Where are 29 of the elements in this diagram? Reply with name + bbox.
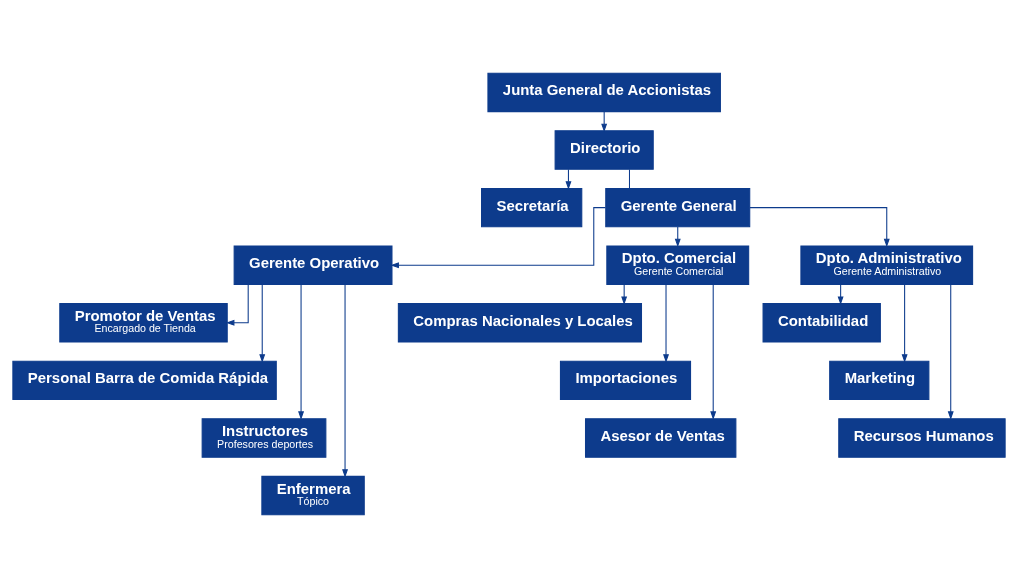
node-box: Enfermera Tópico: [261, 475, 365, 516]
node-box: Recursos Humanos: [838, 418, 1006, 458]
node-box: Personal Barra de Comida Rápida: [12, 360, 277, 401]
arrow: [298, 284, 305, 420]
node-box: Contabilidad: [762, 303, 881, 343]
arrow: [342, 283, 349, 478]
arrow: [259, 284, 266, 363]
arrow: [663, 284, 669, 363]
node-box: Asesor de Ventas: [584, 418, 737, 458]
arrow: [749, 207, 890, 248]
node-box: Junta General de Accionistas: [487, 72, 721, 113]
node-box: Importaciones: [559, 360, 692, 401]
arrow: [947, 284, 954, 420]
node-box: Directorio: [554, 130, 654, 170]
node-box: Dpto. Comercial Gerente Comercial: [606, 245, 750, 285]
node-box: Marketing: [829, 360, 930, 401]
node-box: Compras Nacionales y Locales: [397, 303, 643, 343]
node-box: Gerente Operativo: [233, 245, 393, 285]
node-box: Secretaría: [481, 187, 583, 228]
arrow: [710, 284, 717, 420]
node-box: Dpto. Administrativo Gerente Administrativo: [800, 245, 974, 285]
node-box: Gerente General: [605, 187, 751, 228]
node-box: Promotor de Ventas Encargado de Tienda: [59, 303, 228, 343]
arrow: [674, 226, 681, 248]
arrow: [225, 284, 249, 326]
arrow: [601, 111, 608, 133]
arrow: [901, 284, 908, 363]
node-box: Instructores Profesores deportes: [201, 418, 327, 458]
connector: [628, 169, 631, 189]
